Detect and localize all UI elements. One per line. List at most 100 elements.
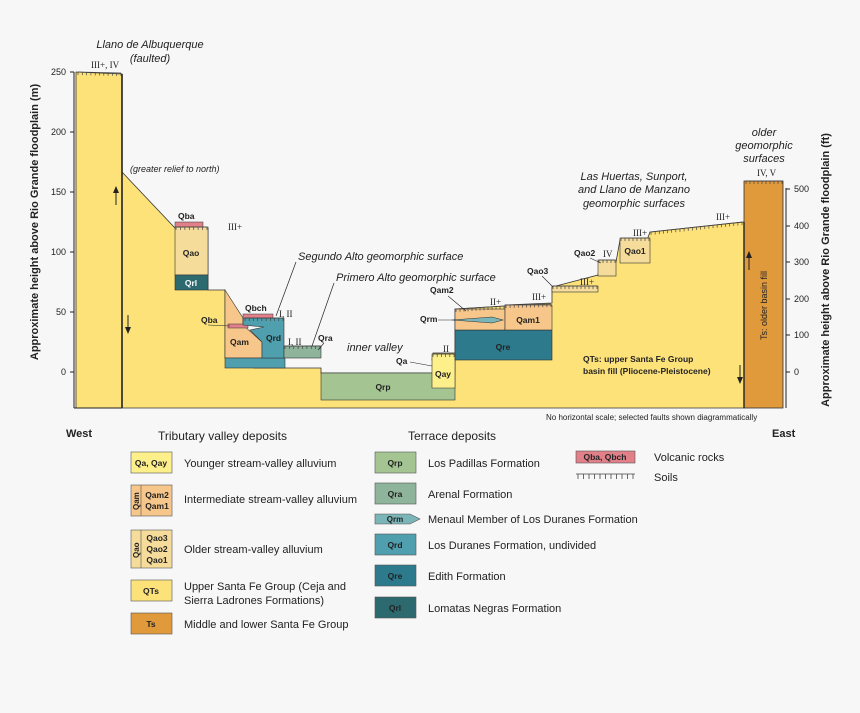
soil-label-qao: III+ — [228, 222, 242, 232]
legend-side-qam: Qam — [132, 492, 141, 510]
fault-arrow-down-left — [125, 315, 131, 334]
soil-label-qay: II — [443, 344, 449, 354]
left-tick-label: 250 — [51, 67, 66, 77]
legend-label-qra: Arenal Formation — [428, 489, 512, 501]
right-tick-label: 100 — [794, 330, 809, 340]
right-axis-label: Approximate height above Rio Grande floo… — [820, 133, 832, 407]
legend-code-qts: QTs — [143, 586, 159, 596]
primero-leader — [311, 282, 335, 347]
fault-arrow-down-right — [737, 365, 743, 384]
fault-arrow-up-right — [746, 251, 752, 270]
legend-label-qts-2: Sierra Ladrones Formations) — [184, 595, 324, 607]
legend-swatch-qrl — [374, 596, 417, 619]
las-huertas-line2: and Llano de Manzano — [578, 184, 690, 196]
las-huertas-line3: geomorphic surfaces — [583, 198, 686, 210]
left-tick-label: 150 — [51, 187, 66, 197]
unit-label-qao: Qao — [183, 248, 200, 258]
qre-deposit — [454, 329, 553, 361]
right-tick-label: 400 — [794, 221, 809, 231]
legend-label-qrp: Los Padillas Formation — [428, 458, 540, 470]
left-axis-label: Approximate height above Rio Grande floo… — [29, 84, 41, 361]
east-label: East — [772, 428, 796, 440]
west-label: West — [66, 428, 92, 440]
left-tick-label: 50 — [56, 307, 66, 317]
qrl-deposit — [174, 274, 209, 291]
legend-code-qre: Qre — [388, 571, 403, 581]
legend-swatch-qre — [374, 564, 417, 587]
right-tick-label: 200 — [794, 294, 809, 304]
legend-code-qao3: Qao3 — [146, 533, 168, 543]
legend-code-ts: Ts — [146, 619, 156, 629]
legend-label-volcanic: Volcanic rocks — [654, 452, 725, 464]
legend-label-qa: Younger stream-valley alluvium — [184, 458, 336, 470]
unit-label-qrm: Qrm — [420, 314, 438, 324]
right-tick-label: 300 — [794, 257, 809, 267]
qts-note-line2: basin fill (Pliocene-Pleistocene) — [583, 366, 711, 376]
qrd-deposit-lower — [224, 357, 286, 369]
legend-swatch-qam — [130, 484, 173, 517]
unit-label-qam2: Qam2 — [430, 285, 454, 295]
fault-arrow-up-left — [113, 186, 119, 205]
unit-label-qbch: Qbch — [245, 303, 267, 313]
greater-relief-note: (greater relief to north) — [130, 164, 220, 174]
left-tick-label: 0 — [61, 367, 66, 377]
soil-label-right-slope: III+ — [716, 212, 730, 222]
primero-alto-label: Primero Alto geomorphic surface — [336, 272, 496, 284]
legend-code-qrd: Qrd — [387, 540, 402, 550]
legend-label-qre: Edith Formation — [428, 571, 506, 583]
legend-label-qao: Older stream-valley alluvium — [184, 544, 323, 556]
left-tick-label: 200 — [51, 127, 66, 137]
legend-label-soils: Soils — [654, 472, 678, 484]
legend-code-qrp: Qrp — [387, 458, 402, 468]
no-horizontal-scale-note: No horizontal scale; selected faults sho… — [546, 413, 757, 422]
soil-label-qam1: III+ — [532, 292, 546, 302]
ts-vertical-label: Ts: older basin fill — [759, 271, 769, 340]
soil-label-llano: III+, IV — [91, 60, 120, 70]
legend-terrace: Qrp Los Padillas Formation Qra Arenal Fo… — [374, 451, 638, 619]
legend-tributary-title: Tributary valley deposits — [158, 429, 287, 443]
unit-label-qay: Qay — [435, 369, 451, 379]
legend-label-qam: Intermediate stream-valley alluvium — [184, 494, 357, 506]
unit-label-qrp: Qrp — [375, 382, 390, 392]
inner-valley-label: inner valley — [347, 342, 404, 354]
legend-terrace-title: Terrace deposits — [408, 429, 496, 443]
legend-swatch-qts — [130, 579, 173, 602]
legend-label-qrl: Lomatas Negras Formation — [428, 603, 561, 615]
soil-label-qao1: III+ — [633, 228, 647, 238]
legend-label-qrd: Los Duranes Formation, undivided — [428, 540, 596, 552]
unit-label-qre: Qre — [496, 342, 511, 352]
unit-leaders — [207, 257, 602, 367]
unit-label-qam: Qam — [230, 337, 249, 347]
right-tick-label: 500 — [794, 184, 809, 194]
unit-label-qrl: Qrl — [185, 278, 197, 288]
legend-code-qra: Qra — [388, 489, 403, 499]
unit-label-qa: Qa — [396, 356, 408, 366]
legend-code-qam1: Qam1 — [145, 501, 169, 511]
soil-label-qam2: II+ — [490, 297, 501, 307]
legend-side-qao: Qao — [132, 542, 141, 558]
unit-label-qao2: Qao2 — [574, 248, 596, 258]
legend-swatch-ts — [130, 612, 173, 635]
legend-code-qao1: Qao1 — [146, 555, 168, 565]
las-huertas-line1: Las Huertas, Sunport, — [580, 171, 687, 183]
qba-volcanic-top — [174, 221, 204, 228]
qrd-deposit — [242, 317, 285, 359]
segundo-leader — [275, 261, 297, 317]
legend-code-qa: Qa, Qay — [135, 458, 167, 468]
legend-code-qrl: Qrl — [389, 603, 401, 613]
legend-code-volcanic: Qba, Qbch — [584, 452, 627, 462]
legend-label-qts-1: Upper Santa Fe Group (Ceja and — [184, 581, 346, 593]
legend-label-ts: Middle and lower Santa Fe Group — [184, 619, 348, 631]
legend-soil-symbol — [576, 473, 635, 479]
unit-label-qam1: Qam1 — [516, 315, 540, 325]
legend-other: Qba, Qbch Volcanic rocks Soils — [575, 450, 725, 484]
older-surfaces-line3: surfaces — [743, 153, 785, 165]
legend-tributary: Qa, Qay Younger stream-valley alluvium Q… — [130, 451, 357, 635]
legend-label-qrm: Menaul Member of Los Duranes Formation — [428, 514, 638, 526]
llano-subtitle: (faulted) — [130, 53, 171, 65]
qao-deposit — [174, 226, 209, 276]
legend-swatch-qra — [374, 482, 417, 505]
legend-swatch-qrd — [374, 533, 417, 556]
